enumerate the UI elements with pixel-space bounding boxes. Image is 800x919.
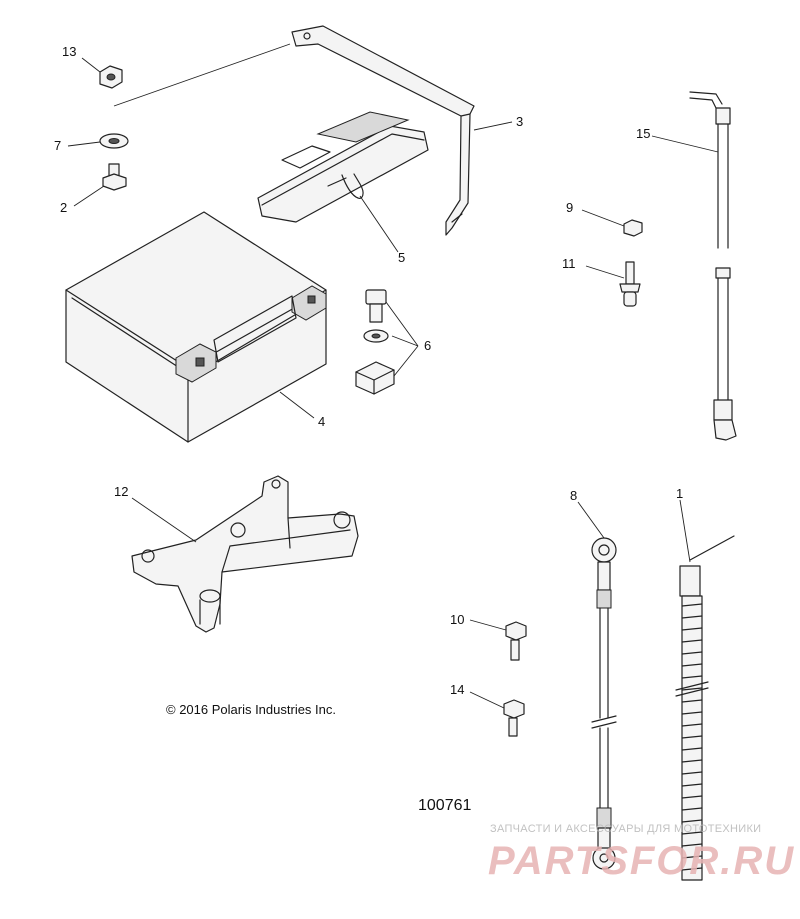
callout-5: 5 [398,250,405,265]
part-8-cable [591,537,617,870]
callout-6: 6 [424,338,431,353]
callout-9: 9 [566,200,573,215]
callout-4: 4 [318,414,325,429]
callout-13: 13 [62,44,76,59]
document-number: 100761 [418,797,471,814]
watermark-tagline: ЗАПЧАСТИ И АКСЕССУАРЫ ДЛЯ МОТОТЕХНИКИ [490,823,761,835]
callout-7: 7 [54,138,61,153]
part-9-nut [623,219,643,237]
part-4-battery [65,211,327,443]
part-7-washer [99,133,129,149]
callout-3: 3 [516,114,523,129]
part-15-vent-tube [689,91,737,441]
part-12-battery-tray [131,475,359,633]
part-6-terminal-hardware [355,289,395,395]
callout-2: 2 [60,200,67,215]
watermark: ЗАПЧАСТИ И АКСЕССУАРЫ ДЛЯ МОТОТЕХНИКИ PA… [488,823,795,883]
part-13-nut [99,65,123,89]
part-11-stud [619,261,641,307]
part-10-bolt [505,621,527,661]
callout-1: 1 [676,486,683,501]
callout-8: 8 [570,488,577,503]
callout-labels: 13 7 2 3 5 6 4 12 9 11 15 8 1 10 14 [54,44,683,697]
callout-14: 14 [450,682,464,697]
part-1-harness-conduit [675,535,735,881]
part-14-bolt [503,699,525,737]
callout-15: 15 [636,126,650,141]
watermark-brand: PARTSFOR.RU [488,839,795,883]
callout-12: 12 [114,484,128,499]
copyright-text: © 2016 Polaris Industries Inc. [166,702,336,717]
leader-lines [67,43,719,709]
part-3-hold-down-strap [291,25,475,236]
part-2-bolt [102,163,127,191]
callout-10: 10 [450,612,464,627]
callout-11: 11 [562,256,576,271]
part-5-battery-pad [257,111,429,223]
